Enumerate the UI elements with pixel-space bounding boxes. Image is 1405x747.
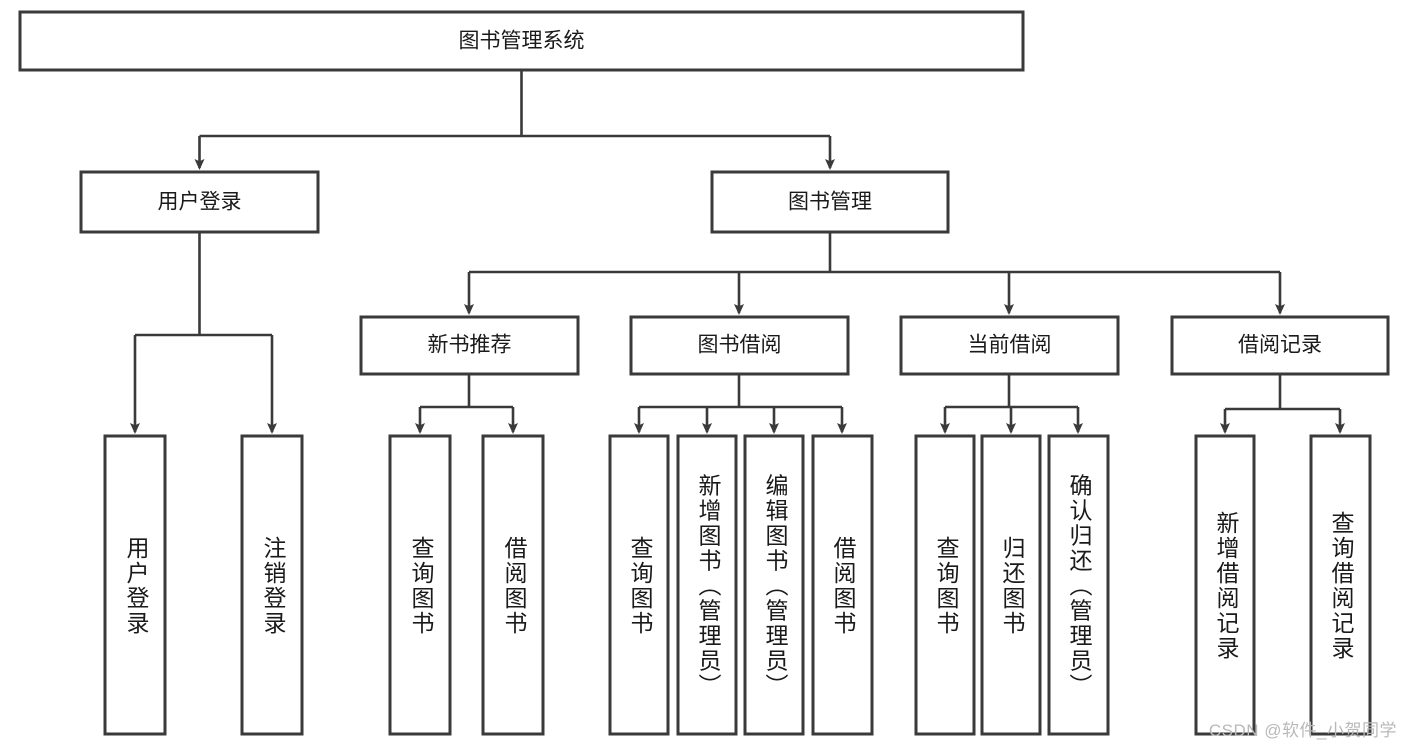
- node-new-book-recommend-label: 新书推荐: [428, 334, 512, 357]
- node-leaf-user-login-box: [103, 434, 167, 736]
- node-leaf-query-book-recommend-box: [388, 434, 452, 736]
- node-leaf-query-book-borrow-label: 查询图书: [627, 536, 654, 636]
- node-leaf-query-book-recommend-label: 查询图书: [408, 536, 435, 636]
- node-leaf-borrow-book-box: [811, 434, 874, 736]
- node-leaf-borrow-book-label: 借阅图书: [830, 536, 857, 636]
- node-leaf-edit-book[interactable]: 编辑图书（管理员）: [743, 434, 805, 736]
- node-leaf-borrow-book-recommend-label: 借阅图书: [501, 536, 528, 636]
- node-book-management[interactable]: 图书管理: [710, 170, 950, 234]
- node-root[interactable]: 图书管理系统: [18, 10, 1025, 72]
- node-leaf-query-borrow-record-label: 查询借阅记录: [1328, 511, 1355, 661]
- node-new-book-recommend[interactable]: 新书推荐: [359, 315, 580, 376]
- node-user-login-label: 用户登录: [158, 191, 242, 214]
- node-leaf-add-book[interactable]: 新增图书（管理员）: [676, 434, 738, 736]
- node-leaf-query-book-current-label: 查询图书: [933, 536, 960, 636]
- node-leaf-query-book-borrow-box: [608, 434, 670, 736]
- node-book-borrow-box: [629, 315, 850, 376]
- node-leaf-query-borrow-record[interactable]: 查询借阅记录: [1309, 434, 1372, 736]
- node-current-borrow-label: 当前借阅: [968, 334, 1052, 357]
- node-borrow-record-label: 借阅记录: [1238, 334, 1322, 357]
- node-leaf-query-borrow-record-box: [1309, 434, 1372, 736]
- node-leaf-logout[interactable]: 注销登录: [240, 434, 304, 736]
- node-leaf-query-book-borrow[interactable]: 查询图书: [608, 434, 670, 736]
- connectors-group: [130, 70, 1345, 434]
- node-book-borrow[interactable]: 图书借阅: [629, 315, 850, 376]
- node-leaf-logout-label: 注销登录: [260, 536, 287, 636]
- node-leaf-query-book-current-box: [914, 434, 976, 736]
- node-current-borrow-box: [899, 315, 1120, 376]
- node-leaf-query-book-current[interactable]: 查询图书: [914, 434, 976, 736]
- node-leaf-confirm-return-box: [1047, 434, 1110, 736]
- node-leaf-return-book-label: 归还图书: [999, 536, 1026, 636]
- node-book-management-box: [710, 170, 950, 234]
- node-leaf-add-borrow-record-label: 新增借阅记录: [1213, 511, 1240, 661]
- node-leaf-add-book-label: 新增图书（管理员）: [695, 474, 722, 699]
- node-leaf-borrow-book-recommend[interactable]: 借阅图书: [481, 434, 545, 736]
- node-leaf-query-book-recommend[interactable]: 查询图书: [388, 434, 452, 736]
- node-leaf-return-book-box: [980, 434, 1042, 736]
- node-borrow-record[interactable]: 借阅记录: [1170, 315, 1390, 376]
- node-leaf-borrow-book-recommend-box: [481, 434, 545, 736]
- node-current-borrow[interactable]: 当前借阅: [899, 315, 1120, 376]
- node-leaf-user-login[interactable]: 用户登录: [103, 434, 167, 736]
- node-borrow-record-box: [1170, 315, 1390, 376]
- node-leaf-logout-box: [240, 434, 304, 736]
- node-leaf-edit-book-label: 编辑图书（管理员）: [762, 474, 789, 699]
- node-root-box: [18, 10, 1025, 72]
- node-book-management-label: 图书管理: [788, 191, 872, 214]
- node-root-label: 图书管理系统: [459, 30, 585, 53]
- node-leaf-return-book[interactable]: 归还图书: [980, 434, 1042, 736]
- node-book-borrow-label: 图书借阅: [698, 334, 782, 357]
- node-leaf-add-borrow-record[interactable]: 新增借阅记录: [1194, 434, 1256, 736]
- node-leaf-edit-book-box: [743, 434, 805, 736]
- node-leaf-confirm-return-label: 确认归还（管理员）: [1066, 474, 1093, 699]
- node-leaf-add-book-box: [676, 434, 738, 736]
- node-leaf-borrow-book[interactable]: 借阅图书: [811, 434, 874, 736]
- node-leaf-add-borrow-record-box: [1194, 434, 1256, 736]
- node-user-login[interactable]: 用户登录: [79, 170, 320, 234]
- node-leaf-confirm-return[interactable]: 确认归还（管理员）: [1047, 434, 1110, 736]
- node-new-book-recommend-box: [359, 315, 580, 376]
- node-user-login-box: [79, 170, 320, 234]
- node-leaf-user-login-label: 用户登录: [123, 536, 150, 636]
